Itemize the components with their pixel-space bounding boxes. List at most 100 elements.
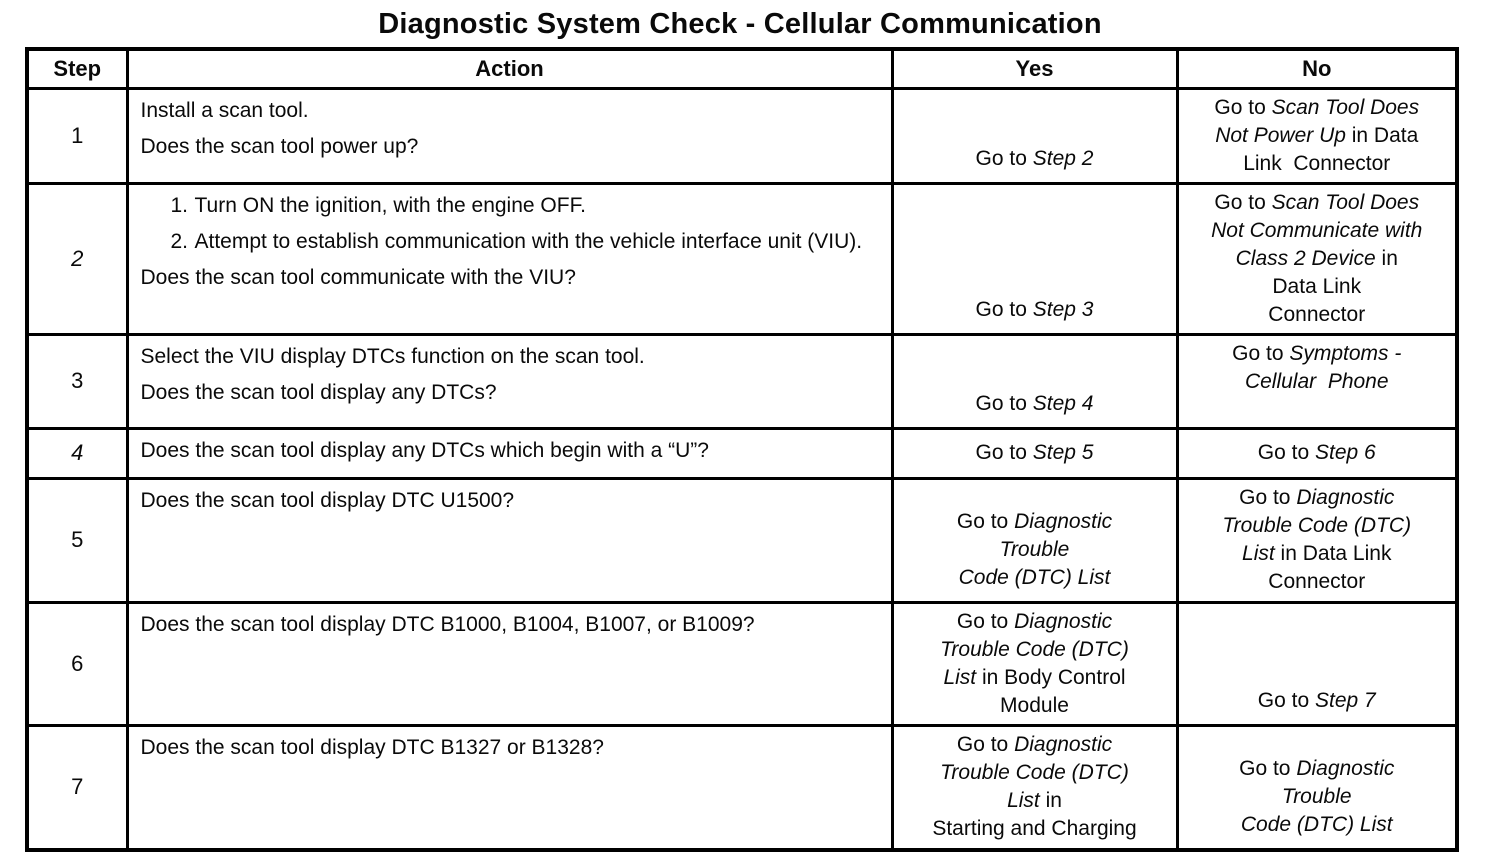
italic-reference: Code (DTC) List <box>958 565 1111 589</box>
answer-line: Trouble Code (DTC) <box>900 636 1170 664</box>
action-text: Does the scan tool display DTC B1000, B1… <box>140 612 755 636</box>
italic-reference: Code (DTC) List <box>1240 813 1393 836</box>
no-cell: Go to Step 7 <box>1175 600 1459 727</box>
text-segment: Go to <box>956 509 1015 533</box>
italic-reference: Symptoms - <box>1289 341 1402 365</box>
action-cell: Does the scan tool display DTC U1500? <box>125 476 894 604</box>
action-text: Does the scan tool power up? <box>140 134 419 158</box>
answer-line: Go to Step 4 <box>900 390 1170 418</box>
col-header-no: No <box>1175 47 1459 90</box>
answer-line: Module <box>900 692 1170 720</box>
table-row: 7 Does the scan tool display DTC B1327 or… <box>25 723 1459 852</box>
italic-reference: Trouble Code (DTC) <box>1222 513 1412 537</box>
italic-reference: Diagnostic <box>1014 609 1113 633</box>
step-cell: 7 <box>25 723 129 852</box>
answer-line: Go to Step 2 <box>900 145 1170 173</box>
list-item-text: Attempt to establish communication with … <box>194 229 863 253</box>
list-number: 1. <box>170 193 189 217</box>
italic-reference: Cellular Phone <box>1244 369 1389 393</box>
answer-line: Trouble <box>1185 783 1450 811</box>
answer-line: Go to Diagnostic <box>900 508 1170 536</box>
answer-line: Data Link <box>1185 273 1450 301</box>
answer-line: Connector <box>1185 301 1450 329</box>
header-row: Step Action Yes No <box>25 47 1459 90</box>
answer-line: Starting and Charging <box>900 815 1170 843</box>
answer-line: Go to Diagnostic <box>1185 484 1450 512</box>
answer-line: List in Data Link <box>1185 540 1450 568</box>
step-cell: 3 <box>25 332 129 430</box>
text-segment: Go to <box>956 732 1015 756</box>
action-cell: Select the VIU display DTCs function on … <box>125 332 894 430</box>
step-cell: 6 <box>25 600 129 727</box>
action-list-item: 1.Turn ON the ignition, with the engine … <box>171 192 885 220</box>
answer-line: Link Connector <box>1185 150 1450 178</box>
document-page: Diagnostic System Check - Cellular Commu… <box>0 8 1504 852</box>
answer-line: Go to Step 7 <box>1185 687 1450 715</box>
answer-line: Connector <box>1185 568 1450 596</box>
action-cell: Does the scan tool display any DTCs whic… <box>125 426 894 480</box>
step-cell: 5 <box>25 476 129 604</box>
answer-line: Go to Step 5 <box>900 439 1170 467</box>
text-segment: Connector <box>1268 569 1366 593</box>
col-header-action: Action <box>125 47 894 90</box>
text-segment: Go to <box>1257 688 1315 712</box>
italic-reference: Trouble Code (DTC) <box>940 760 1129 784</box>
action-text: Does the scan tool communicate with the … <box>140 265 576 289</box>
text-segment: Go to <box>1214 190 1272 214</box>
action-text: Does the scan tool display any DTCs? <box>140 380 497 404</box>
italic-reference: Trouble <box>999 537 1070 561</box>
list-item-text: Turn ON the ignition, with the engine OF… <box>194 193 586 217</box>
col-header-yes: Yes <box>890 47 1179 90</box>
answer-line: Not Communicate with <box>1185 217 1450 245</box>
italic-reference: Scan Tool Does <box>1271 190 1420 214</box>
italic-reference: Diagnostic <box>1296 485 1395 509</box>
action-text: Does the scan tool display DTC B1327 or … <box>140 735 604 759</box>
table-row: 6 Does the scan tool display DTC B1000, B… <box>25 600 1459 727</box>
text-segment: Module <box>1000 693 1069 717</box>
action-text: Select the VIU display DTCs function on … <box>140 344 645 368</box>
italic-reference: Step 5 <box>1032 441 1094 464</box>
page-title: Diagnostic System Check - Cellular Commu… <box>378 8 1102 40</box>
italic-reference: Step 4 <box>1032 391 1094 415</box>
text-segment: Go to <box>1257 441 1315 464</box>
text-segment: Go to <box>975 146 1033 170</box>
answer-line: Go to Scan Tool Does <box>1185 94 1450 122</box>
italic-reference: Trouble <box>1281 785 1352 808</box>
text-segment: in <box>1039 788 1062 812</box>
no-cell: Go to Step 6 <box>1175 426 1459 480</box>
italic-reference: Not Communicate with <box>1211 218 1423 242</box>
answer-line: Go to Diagnostic <box>900 608 1170 636</box>
italic-reference: Scan Tool Does <box>1271 95 1420 119</box>
text-segment: Link Connector <box>1243 151 1391 175</box>
step-cell: 4 <box>25 426 129 480</box>
text-segment: Go to <box>1214 95 1272 119</box>
table-row: 5 Does the scan tool display DTC U1500? Go… <box>25 476 1459 604</box>
yes-cell: Go to Step 5 <box>890 426 1179 480</box>
action-cell: Install a scan tool.Does the scan tool p… <box>125 86 894 185</box>
action-text: Does the scan tool display DTC U1500? <box>140 488 515 512</box>
italic-reference: Not Power Up <box>1215 123 1346 147</box>
text-segment: Connector <box>1268 302 1366 326</box>
italic-reference: Step 7 <box>1314 688 1376 712</box>
answer-line: Go to Step 3 <box>900 296 1170 324</box>
answer-line: Trouble <box>900 536 1170 564</box>
text-segment: in Data Link <box>1274 541 1392 565</box>
italic-reference: Diagnostic <box>1296 757 1395 780</box>
text-segment: Go to <box>975 297 1033 321</box>
answer-line: Code (DTC) List <box>900 564 1170 592</box>
no-cell: Go to Symptoms -Cellular Phone <box>1175 332 1459 430</box>
step-cell: 1 <box>25 86 129 185</box>
italic-reference: Class 2 Device <box>1235 246 1376 270</box>
italic-reference: List <box>943 665 977 689</box>
action-cell: Does the scan tool display DTC B1327 or … <box>125 723 894 852</box>
text-segment: Go to <box>1239 485 1297 509</box>
action-cell: 1.Turn ON the ignition, with the engine … <box>125 181 894 336</box>
